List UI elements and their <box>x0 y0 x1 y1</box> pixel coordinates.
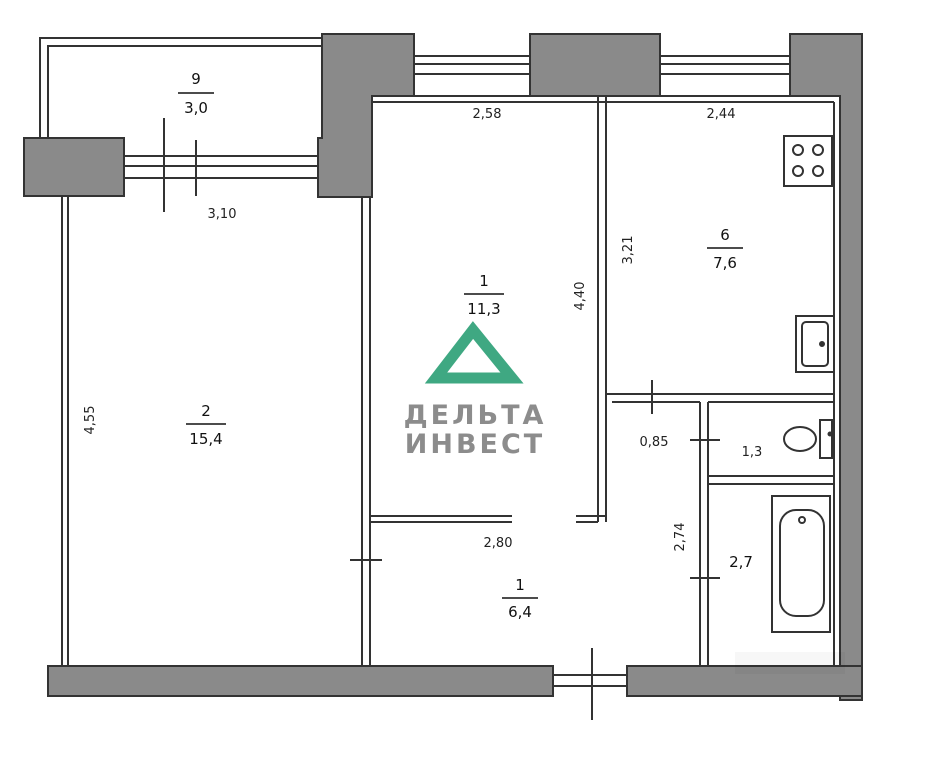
room-label-1-living: 1 11,3 <box>464 272 504 318</box>
dim-room1-side: 4,40 <box>573 282 588 311</box>
sink-icon <box>795 315 835 373</box>
room-label-2: 2 15,4 <box>186 402 226 448</box>
logo-mark <box>424 321 524 384</box>
bathtub-icon <box>771 495 831 633</box>
room-area-toilet: 1,3 <box>742 445 763 460</box>
logo-text-line1: ДЕЛЬТА <box>404 400 547 431</box>
room-number: 1 <box>515 576 525 594</box>
room-number: 9 <box>191 70 201 88</box>
room-number: 6 <box>720 226 730 244</box>
watermark <box>735 652 845 674</box>
room-area: 11,3 <box>467 300 500 318</box>
walls <box>23 33 863 701</box>
dim-room2-side: 4,55 <box>83 406 98 435</box>
room-area: 15,4 <box>189 430 222 448</box>
room-number: 1 <box>479 272 489 290</box>
room-area: 6,4 <box>508 603 532 621</box>
room-number: 2 <box>201 402 211 420</box>
room-area: 3,0 <box>184 99 208 117</box>
room-area: 7,6 <box>713 254 737 272</box>
dim-kitchen-top: 2,44 <box>707 107 736 122</box>
dim-bath-side: 2,74 <box>673 523 688 552</box>
toilet-icon <box>783 419 833 459</box>
room-label-6-kitchen: 6 7,6 <box>707 226 743 272</box>
dim-kitchen-side: 3,21 <box>621 236 636 265</box>
interior-walls <box>61 95 840 666</box>
room-label-balcony: 9 3,0 <box>178 70 214 117</box>
windows <box>124 55 790 720</box>
balcony <box>39 37 322 138</box>
dim-room1-top: 2,58 <box>473 107 502 122</box>
stove-icon <box>783 135 833 187</box>
dim-corridor: 0,85 <box>640 435 669 450</box>
room-label-1-hall: 1 6,4 <box>502 576 538 621</box>
dim-balcony-width: 3,10 <box>208 207 237 222</box>
logo-text-line2: ИНВЕСТ <box>405 429 545 460</box>
dim-hall-width: 2,80 <box>484 536 513 551</box>
room-area-bathroom: 2,7 <box>729 553 753 571</box>
